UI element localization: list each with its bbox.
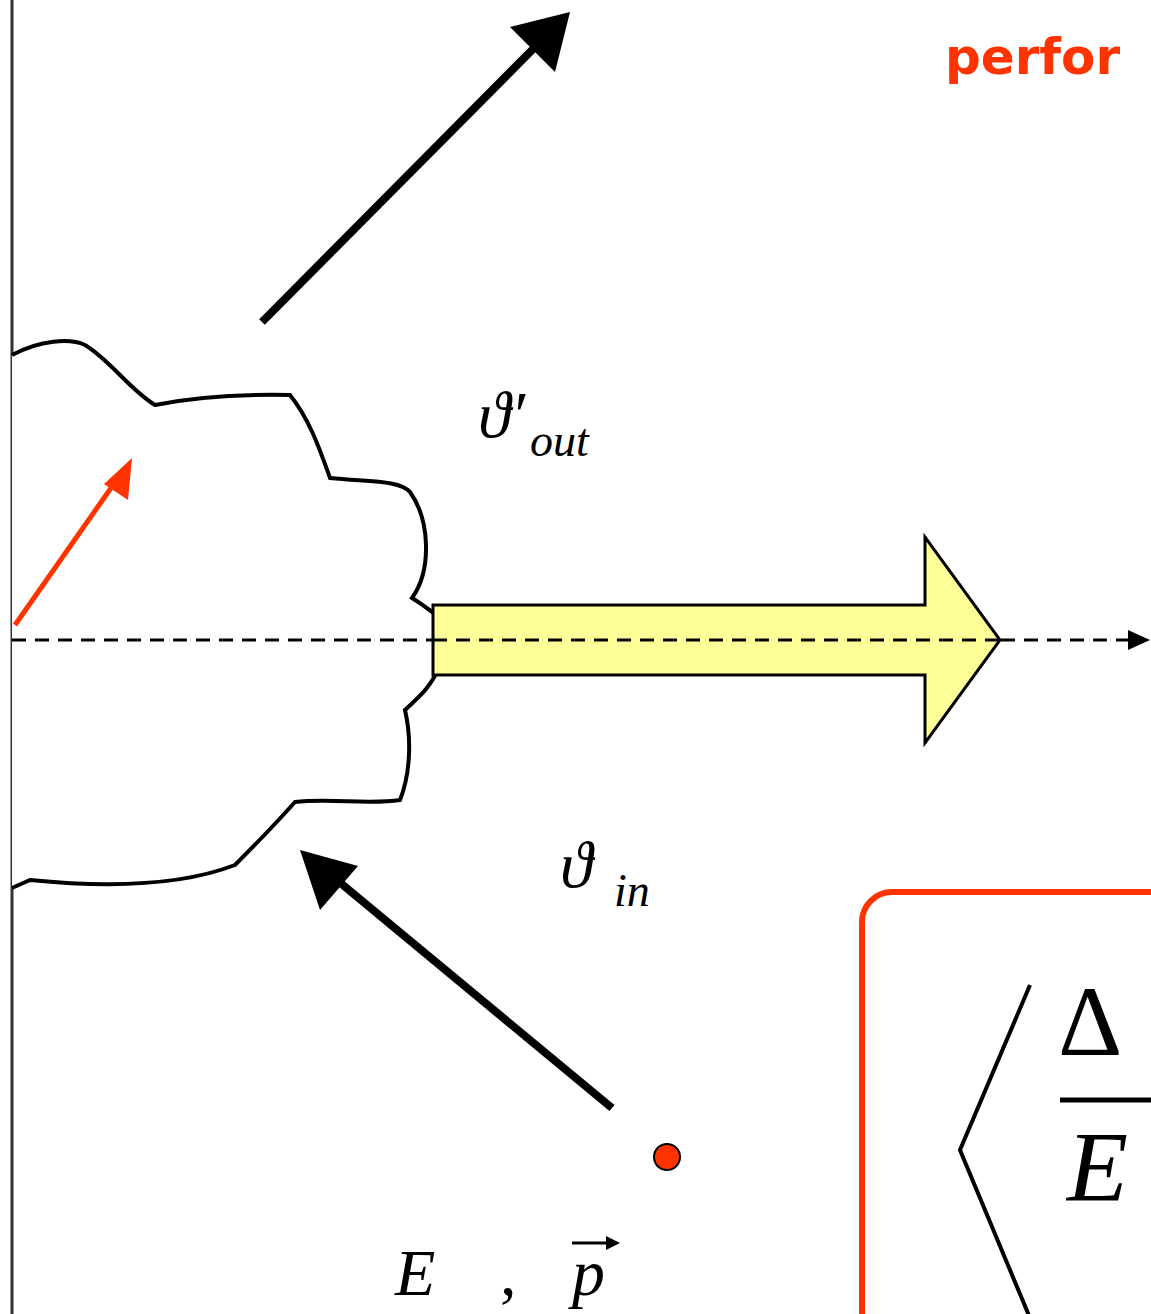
- angle-symbol: ϑ: [560, 832, 592, 898]
- vector-head: [606, 1236, 620, 1250]
- outgoing-head: [510, 12, 570, 72]
- outgoing-arrow: [262, 42, 540, 322]
- spin-arrow: [15, 478, 118, 625]
- fraction-bar: [1060, 1098, 1151, 1103]
- axis-line: [433, 639, 1000, 642]
- particle-dot: [654, 1144, 680, 1170]
- incoming-arrow: [332, 876, 612, 1108]
- target-cloud: [12, 341, 440, 888]
- formula-box: ΔE: [862, 892, 1151, 1314]
- spin-head: [104, 458, 132, 500]
- momentum-symbol: p: [572, 1240, 605, 1306]
- formula-box-outline: [862, 892, 1151, 1314]
- separator: ,: [500, 1240, 517, 1306]
- numerator: Δ: [1058, 972, 1122, 1072]
- axis-head: [1128, 630, 1150, 650]
- angle-subscript: out: [530, 418, 589, 464]
- incoming-head: [300, 850, 358, 910]
- denominator: E: [1067, 1117, 1128, 1217]
- beam-arrow: [433, 537, 1000, 743]
- energy-symbol: E: [395, 1240, 435, 1306]
- angle-symbol: ϑ′: [478, 382, 525, 448]
- angle-bracket: [960, 985, 1030, 1314]
- angle-subscript: in: [614, 868, 650, 914]
- heading-fragment: perfor: [945, 32, 1120, 82]
